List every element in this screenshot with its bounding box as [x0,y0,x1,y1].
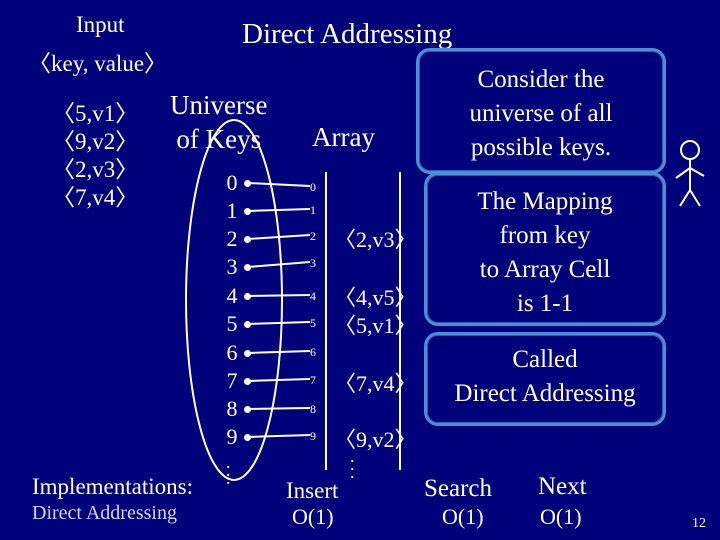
pair-1: 〈5,v1〉 [52,101,139,126]
key-dot [244,378,251,385]
key-7: 7 [226,368,238,393]
callout-universe: Consider the universe of all possible ke… [416,48,666,174]
input-label: Input [76,12,125,37]
key-dot [244,406,251,413]
array-cell-5: 〈5,v1〉 [334,313,417,338]
array-index-2: 2 [310,229,316,243]
key-dot [244,236,251,243]
array-index-4: 4 [310,289,316,303]
universe-line-1: Universe [170,90,268,120]
keys-ellipsis: ... [226,452,231,488]
array-cell-4: 〈4,v5〉 [334,285,417,310]
array-index-5: 5 [310,316,316,330]
slide-title: Direct Addressing [242,18,453,50]
key-8: 8 [226,396,238,421]
universe-label: Universe of Keys [170,88,267,156]
key-dot [244,293,251,300]
search-label: Search [424,475,493,502]
key-0: 0 [226,170,238,195]
array-index-6: 6 [310,345,316,359]
page-number: 12 [692,516,706,531]
array-label: Array [312,122,375,152]
array-ellipsis: ... [350,446,355,482]
insert-value: O(1) [292,504,334,529]
array-index-9: 9 [310,429,316,443]
key-1: 1 [226,198,238,223]
input-subtitle: 〈key, value〉 [28,51,168,76]
next-label: Next [538,473,587,500]
key-dot [244,208,251,215]
callout-direct-line-2: Direct Addressing [454,380,636,407]
array-index-7: 7 [310,373,316,387]
implementation-value: Direct Addressing [32,502,177,524]
callout-mapping: The Mapping from key to Array Cell is 1-… [424,172,666,326]
callout-direct: Called Direct Addressing [424,332,666,426]
key-dot [244,350,251,357]
key-dot [244,180,251,187]
pair-4: 〈7,v4〉 [52,185,139,210]
array-index-1: 1 [310,203,316,217]
callout-universe-line-2: universe of all [469,100,613,127]
array-index-8: 8 [310,402,316,416]
callout-direct-line-1: Called [512,346,578,373]
callout-mapping-line-4: is 1-1 [516,290,574,317]
key-4: 4 [226,283,238,308]
key-3: 3 [226,254,238,279]
pair-2: 〈9,v2〉 [52,129,139,154]
next-value: O(1) [540,504,582,529]
callout-universe-line-1: Consider the [477,66,605,93]
key-6: 6 [226,340,238,365]
insert-label: Insert [286,478,339,503]
array-index-0: 0 [310,180,316,194]
callout-mapping-line-1: The Mapping [477,188,613,215]
key-dot [244,264,251,271]
key-5: 5 [226,311,238,336]
key-2: 2 [226,226,238,251]
universe-ellipse [185,119,283,481]
array-cell-7: 〈7,v4〉 [334,371,417,396]
callout-universe-line-3: possible keys. [470,134,612,161]
key-9: 9 [226,424,238,449]
mapping-lines [247,182,311,438]
key-dot [244,434,251,441]
pair-3: 〈2,v3〉 [52,157,139,182]
implementations-label: Implementations: [32,474,193,499]
callout-mapping-line-2: from key [499,222,591,249]
array-cell-9: 〈9,v2〉 [334,427,417,452]
key-dot [244,321,251,328]
array-index-3: 3 [310,256,316,270]
callout-mapping-line-3: to Array Cell [479,256,611,283]
array-cell-2: 〈2,v3〉 [334,227,417,252]
search-value: O(1) [442,504,484,529]
